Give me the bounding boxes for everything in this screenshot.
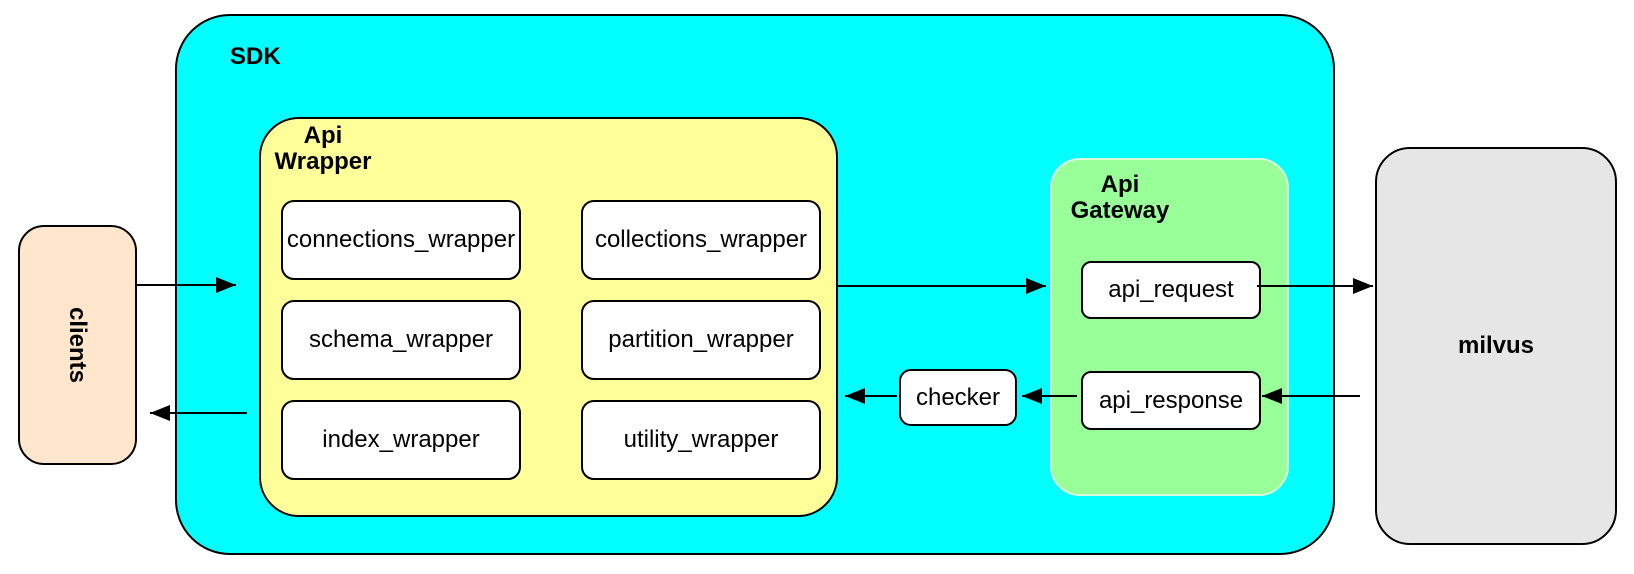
sdk-container: SDK Api Wrapper connections_wrapper coll… (175, 14, 1335, 555)
api-wrapper-label-line2: Wrapper (274, 148, 372, 175)
partition-wrapper-node: partition_wrapper (581, 300, 821, 380)
index-wrapper-label: index_wrapper (322, 426, 480, 453)
api-wrapper-label-line1: Api (303, 122, 343, 149)
checker-label: checker (915, 383, 1001, 411)
schema-wrapper-label: schema_wrapper (308, 326, 494, 353)
api-wrapper-label: Api Wrapper (267, 123, 379, 175)
partition-wrapper-label: partition_wrapper (608, 326, 794, 353)
api-gateway-label-line2: Gateway (1070, 197, 1170, 224)
schema-wrapper-node: schema_wrapper (281, 300, 521, 380)
api-response-label: api_response (1098, 386, 1244, 414)
api-gateway-label-line1: Api (1100, 171, 1140, 198)
api-response-node: api_response (1081, 371, 1261, 430)
collections-wrapper-label: collections_wrapper (594, 226, 808, 253)
milvus-node: milvus (1375, 147, 1617, 545)
api-gateway-container: Api Gateway api_request api_response (1050, 158, 1289, 496)
api-gateway-label: Api Gateway (1056, 172, 1184, 224)
checker-node: checker (899, 369, 1017, 426)
api-request-node: api_request (1081, 261, 1261, 319)
clients-node: clients (18, 225, 137, 465)
api-wrapper-container: Api Wrapper connections_wrapper collecti… (259, 117, 838, 517)
milvus-label: milvus (1457, 332, 1535, 359)
utility-wrapper-node: utility_wrapper (581, 400, 821, 480)
connections-wrapper-node: connections_wrapper (281, 200, 521, 280)
index-wrapper-node: index_wrapper (281, 400, 521, 480)
clients-label: clients (64, 306, 92, 384)
utility-wrapper-label: utility_wrapper (623, 426, 779, 453)
api-request-label: api_request (1108, 276, 1234, 303)
collections-wrapper-node: collections_wrapper (581, 200, 821, 280)
sdk-label: SDK (230, 43, 281, 70)
connections-wrapper-label: connections_wrapper (286, 226, 516, 253)
